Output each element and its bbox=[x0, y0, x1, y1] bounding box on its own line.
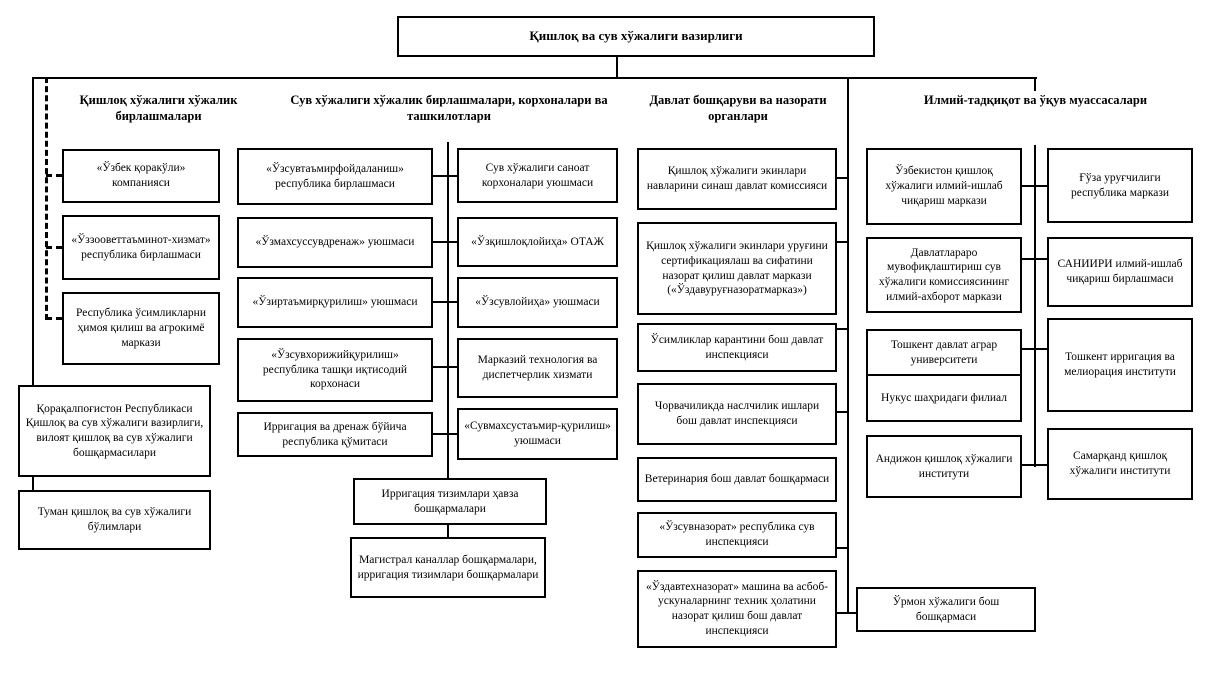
connector-col3-stub-6 bbox=[837, 547, 847, 549]
box-uzbek-karakul-company: «Ўзбек қоракўли» компанияси bbox=[62, 149, 220, 203]
box-saniiri-association: САНИИРИ илмий-ишлаб чиқариш бирлашмаси bbox=[1047, 237, 1193, 307]
box-uzqishloqloyiha: «Ўзқишлоқлойиҳа» ОТАЖ bbox=[457, 217, 618, 267]
connector-col3-stub-3 bbox=[837, 328, 847, 330]
col3-header: Давлат бошқаруви ва назорати органлари bbox=[649, 93, 827, 124]
connector-col4-stub-3 bbox=[1022, 348, 1047, 350]
box-central-technology-service: Марказий технология ва диспетчерлик хизм… bbox=[457, 338, 618, 398]
box-seed-certification-center: Қишлоқ хўжалиги экинлари уруғини сертифи… bbox=[637, 222, 837, 315]
connector-col1-dash-stub-2 bbox=[46, 246, 62, 249]
box-water-industry-union: Сув хўжалиги саноат корхоналари уюшмаси bbox=[457, 148, 618, 203]
box-tashkent-agrarian-university: Тошкент давлат аграр университети bbox=[866, 329, 1022, 376]
box-main-canal-departments: Магистрал каналлар бошқармалари, ирригац… bbox=[350, 537, 546, 598]
box-tashkent-irrigation-institute: Тошкент ирригация ва мелиорация институт… bbox=[1047, 318, 1193, 412]
connector-col3-vline bbox=[847, 77, 849, 614]
connector-col1-dashed-vline bbox=[45, 77, 48, 320]
box-livestock-breeding-inspection: Чорвачиликда наслчилик ишлари бош давлат… bbox=[637, 383, 837, 445]
box-uzsuvloyiha: «Ўзсувлойиҳа» уюшмаси bbox=[457, 277, 618, 328]
connector-col1-dash-stub-1 bbox=[46, 174, 62, 177]
connector-col2-stub-3 bbox=[433, 301, 457, 303]
box-uzsuvkhorijiy: «Ўзсувхорижийқурилиш» республика ташқи и… bbox=[237, 338, 433, 402]
box-veterinary-department: Ветеринария бош давлат бошқармаси bbox=[637, 457, 837, 502]
connector-col4-drop bbox=[1034, 77, 1036, 91]
connector-col1-vline bbox=[32, 77, 34, 385]
box-suvmahsustamir: «Сувмахсустаъмир-қурилиш» уюшмаси bbox=[457, 408, 618, 460]
connector-col3-stub-2 bbox=[837, 241, 847, 243]
box-andijan-agri-institute: Андижон қишлоқ хўжалиги институти bbox=[866, 435, 1022, 498]
box-uzmahsussuvdrenaj: «Ўзмахсуссувдренаж» уюшмаси bbox=[237, 217, 433, 268]
col1-header: Қишлоқ хўжалиги хўжалик бирлашмалари bbox=[79, 93, 238, 124]
box-plant-protection-center: Республика ўсимликларни ҳимоя қилиш ва а… bbox=[62, 292, 220, 365]
connector-col3-stub-4 bbox=[837, 411, 847, 413]
connector-title-drop bbox=[616, 57, 618, 78]
box-crop-variety-commission: Қишлоқ хўжалиги экинлари навларини синаш… bbox=[637, 148, 837, 210]
box-zoovet-association: «Ўззооветтаъминот-хизмат» республика бир… bbox=[62, 215, 220, 280]
connector-col3-forest bbox=[837, 612, 856, 614]
connector-col1-dash-stub-3 bbox=[46, 317, 62, 320]
box-district-departments: Туман қишлоқ ва сув хўжалиги бўлимлари bbox=[18, 490, 211, 550]
connector-col2-vline bbox=[447, 142, 449, 478]
connector-col3-stub-1 bbox=[837, 177, 847, 179]
box-forestry-department: Ўрмон хўжалиги бош бошқармаси bbox=[856, 587, 1036, 632]
box-irrigation-drainage-committee: Ирригация ва дренаж бўйича республика қў… bbox=[237, 412, 433, 457]
box-irrigation-basin-departments: Ирригация тизимлари ҳавза бошқармалари bbox=[353, 478, 547, 525]
connector-col2-stub-5 bbox=[433, 433, 457, 435]
connector-trunk bbox=[33, 77, 1037, 79]
box-uzbekistan-agri-science-center: Ўзбекистон қишлоқ хўжалиги илмий-ишлаб ч… bbox=[866, 148, 1022, 225]
connector-col1-b4-b5 bbox=[32, 477, 34, 490]
col2-header: Сув хўжалиги хўжалик бирлашмалари, корхо… bbox=[290, 93, 608, 124]
box-karakalpakstan-ministry: Қорақалпоғистон Республикаси Қишлоқ ва с… bbox=[18, 385, 211, 477]
connector-col4-stub-1 bbox=[1022, 185, 1047, 187]
box-uzdavtehnazorat-inspection: «Ўздавтехназорат» машина ва асбоб-ускуна… bbox=[637, 570, 837, 648]
box-nukus-branch: Нукус шаҳридаги филиал bbox=[866, 374, 1022, 422]
box-uzsuvtamir: «Ўзсувтаъмирфойдаланиш» республика бирла… bbox=[237, 148, 433, 205]
connector-col2-stub-1 bbox=[433, 175, 457, 177]
connector-col2-b1-b2 bbox=[447, 525, 449, 537]
box-samarkand-agri-institute: Самарқанд қишлоқ хўжалиги институти bbox=[1047, 428, 1193, 500]
box-cotton-seed-center: Ғўза уруғчилиги республика маркази bbox=[1047, 148, 1193, 223]
connector-col4-vline bbox=[1034, 145, 1036, 467]
connector-col2-stub-4 bbox=[433, 366, 457, 368]
col4-header: Илмий-тадқиқот ва ўқув муассасалари bbox=[923, 93, 1148, 107]
box-ministry-title: Қишлоқ ва сув хўжалиги вазирлиги bbox=[397, 16, 875, 57]
box-uzsuvnazorat-inspection: «Ўзсувназорат» республика сув инспекцияс… bbox=[637, 512, 837, 558]
box-plant-quarantine-inspection: Ўсимликлар карантини бош давлат инспекци… bbox=[637, 323, 837, 372]
connector-col4-stub-4 bbox=[1022, 464, 1047, 466]
box-uzirtamirqurilish: «Ўзиртаъмирқурилиш» уюшмаси bbox=[237, 277, 433, 328]
connector-col4-stub-2 bbox=[1022, 258, 1047, 260]
box-interstate-water-commission-center: Давлатлараро мувофиқлаштириш сув хўжалиг… bbox=[866, 237, 1022, 313]
connector-col2-stub-2 bbox=[433, 241, 457, 243]
